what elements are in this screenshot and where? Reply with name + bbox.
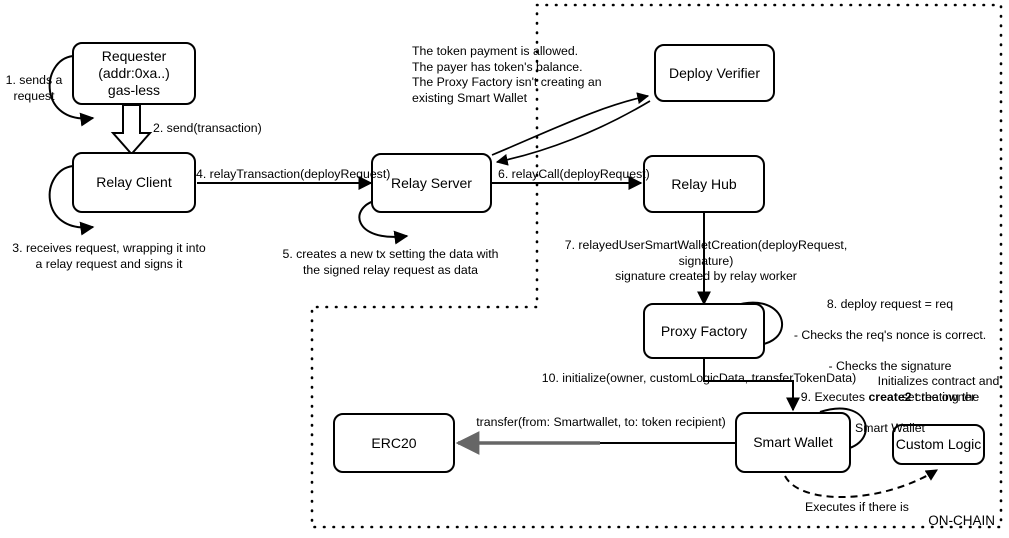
label-step9-post: creating the	[911, 389, 980, 404]
node-smart-wallet[interactable]: Smart Wallet	[735, 412, 851, 473]
edge-deployverifier-to-relayserver	[495, 100, 651, 166]
node-custom-logic-label: Custom Logic	[895, 436, 982, 452]
node-relay-client[interactable]: Relay Client	[72, 152, 196, 213]
label-step4: 4. relayTransaction(deployRequest)	[196, 167, 391, 181]
node-erc20-label: ERC20	[371, 434, 417, 451]
node-deploy-verifier[interactable]: Deploy Verifier	[654, 44, 775, 102]
label-step1: 1. sends a request	[5, 73, 63, 103]
label-step7: 7. relayedUserSmartWalletCreation(deploy…	[564, 238, 848, 283]
label-step8-9: 8. deploy request = req - Checks the req…	[779, 281, 1001, 436]
label-step5: 5. creates a new tx setting the data wit…	[282, 247, 499, 277]
label-step6: 6. relayCall(deployRequest)	[498, 167, 650, 181]
label-on-chain: ON-CHAIN	[928, 513, 995, 528]
label-step3: 3. receives request, wrapping it into a …	[12, 241, 206, 271]
node-relay-hub[interactable]: Relay Hub	[643, 155, 765, 213]
label-step8-line3: - Checks the signature	[828, 358, 952, 373]
node-relay-server[interactable]: Relay Server	[371, 153, 492, 213]
label-verifier-note: The token payment is allowed. The payer …	[412, 44, 602, 105]
edge-executes-if-there-is	[784, 469, 939, 498]
node-custom-logic[interactable]: Custom Logic	[892, 424, 985, 465]
label-step9-line5: Smart Wallet	[855, 420, 925, 435]
label-executes-note: Executes if there is	[805, 500, 909, 514]
node-relay-client-label: Relay Client	[96, 174, 172, 190]
node-requester[interactable]: Requester (addr:0xa..) gas-less	[72, 42, 196, 105]
node-proxy-factory-label: Proxy Factory	[660, 322, 748, 339]
node-requester-label: Requester (addr:0xa..) gas-less	[98, 48, 170, 98]
node-relay-server-label: Relay Server	[391, 174, 472, 191]
node-deploy-verifier-label: Deploy Verifier	[668, 64, 761, 81]
label-step9-pre: 9. Executes	[800, 389, 869, 404]
node-erc20[interactable]: ERC20	[333, 413, 455, 473]
label-step8-line1: 8. deploy request = req	[826, 296, 954, 311]
label-step10: 10. initialize(owner, customLogicData, t…	[541, 371, 857, 385]
node-relay-hub-label: Relay Hub	[671, 175, 737, 192]
node-proxy-factory[interactable]: Proxy Factory	[643, 303, 765, 359]
label-initializes-note: Initializes contract and set the owner	[877, 374, 1000, 404]
label-step9-create2: create2	[868, 389, 912, 404]
label-step8-line2: - Checks the req's nonce is correct.	[793, 327, 987, 342]
label-step2: 2. send(transaction)	[153, 121, 262, 135]
label-transfer: transfer(from: Smartwallet, to: token re…	[476, 415, 726, 429]
edge-step2-blockarrow	[110, 104, 153, 156]
node-smart-wallet-label: Smart Wallet	[753, 434, 833, 450]
